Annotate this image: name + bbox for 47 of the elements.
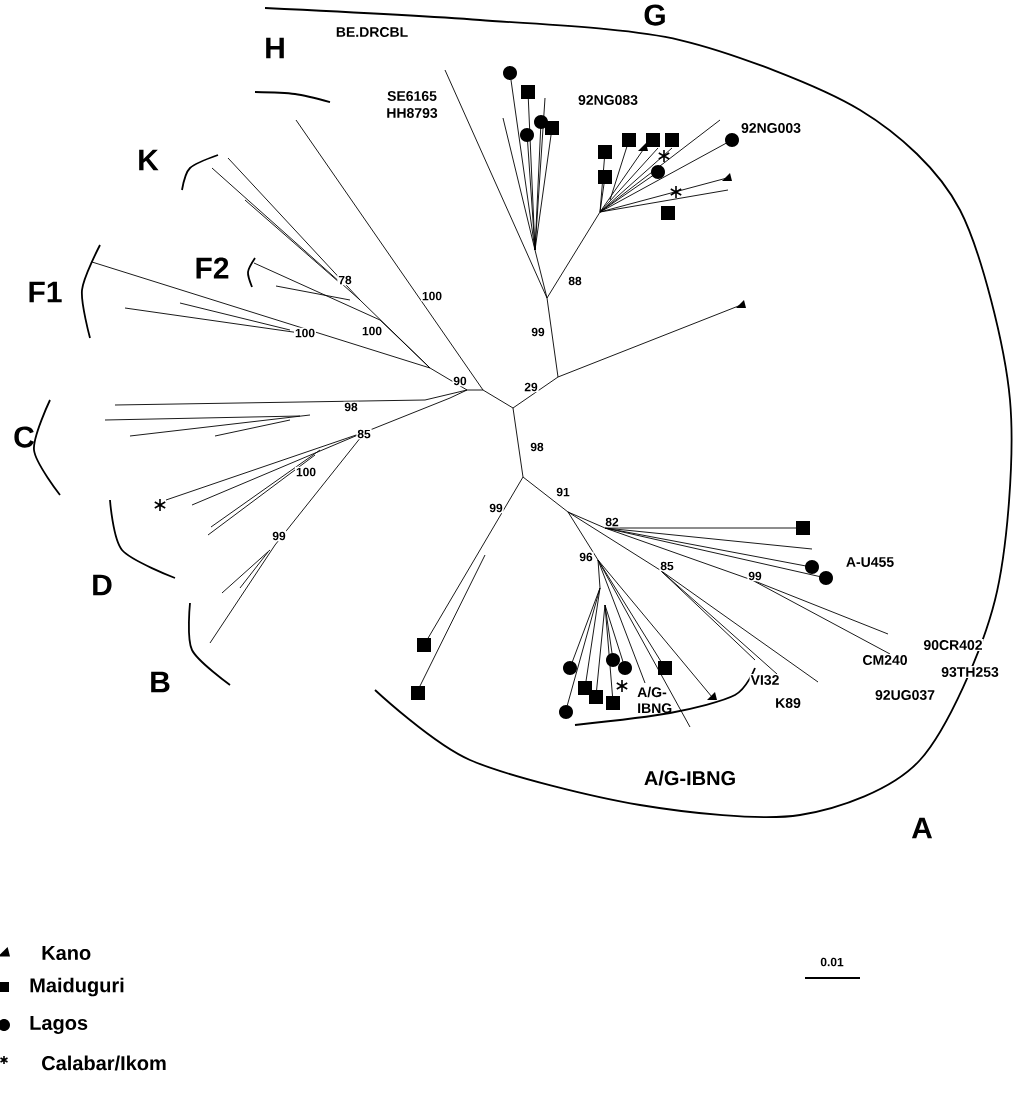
taxon-label: BE.DRCBL xyxy=(334,26,410,38)
bootstrap-value: 100 xyxy=(421,290,443,302)
clade-label: B xyxy=(151,671,170,693)
bootstrap-value: 99 xyxy=(271,530,287,542)
bootstrap-value: 100 xyxy=(361,325,383,337)
taxon-label: 90CR402 xyxy=(922,639,984,651)
bootstrap-value: 99 xyxy=(747,570,763,582)
legend-label: Maiduguri xyxy=(30,977,124,997)
taxon-label: CM240 xyxy=(861,654,909,666)
clade-label: K xyxy=(139,149,159,171)
taxon-label: K89 xyxy=(774,697,802,709)
bootstrap-value: 82 xyxy=(604,516,620,528)
bootstrap-value: 29 xyxy=(523,381,539,393)
taxon-label: 92UG037 xyxy=(874,689,936,701)
bootstrap-value: 96 xyxy=(578,551,594,563)
bootstrap-value: 100 xyxy=(295,466,317,478)
taxon-label: HH8793 xyxy=(385,107,439,119)
bootstrap-value: 88 xyxy=(567,275,583,287)
taxon-label: SE6165 xyxy=(386,90,438,102)
clade-label: F1 xyxy=(29,281,62,303)
bootstrap-value: 91 xyxy=(555,486,571,498)
taxon-label: VI32 xyxy=(749,674,781,686)
taxon-label: A/G- IBNG xyxy=(637,686,672,714)
clade-label: A xyxy=(911,817,933,839)
bootstrap-value: 78 xyxy=(337,274,353,286)
clade-label: H xyxy=(266,37,284,59)
bootstrap-value: 98 xyxy=(343,401,359,413)
clade-label: C xyxy=(14,426,34,448)
legend-label: Lagos xyxy=(30,1016,88,1034)
taxon-label: 92NG003 xyxy=(740,122,802,134)
legend-label: Calabar/Ikom xyxy=(42,1055,166,1071)
clade-label: A/G-IBNG xyxy=(644,770,735,786)
taxon-label: A-U455 xyxy=(844,556,896,568)
bootstrap-value: 98 xyxy=(529,441,545,453)
taxon-label: 93TH253 xyxy=(940,666,1000,678)
taxon-label: 92NG083 xyxy=(577,94,639,106)
bootstrap-value: 99 xyxy=(530,326,546,338)
legend-label: Kano xyxy=(42,946,91,960)
bootstrap-value: 100 xyxy=(294,327,316,339)
clade-label: D xyxy=(93,574,112,596)
bootstrap-value: 85 xyxy=(356,428,372,440)
bootstrap-value: 90 xyxy=(452,375,468,387)
bootstrap-value: 99 xyxy=(488,502,504,514)
scale-label: 0.01 xyxy=(820,957,844,967)
clade-label: F2 xyxy=(196,257,229,279)
bootstrap-value: 85 xyxy=(659,560,675,572)
clade-label: G xyxy=(644,4,665,26)
